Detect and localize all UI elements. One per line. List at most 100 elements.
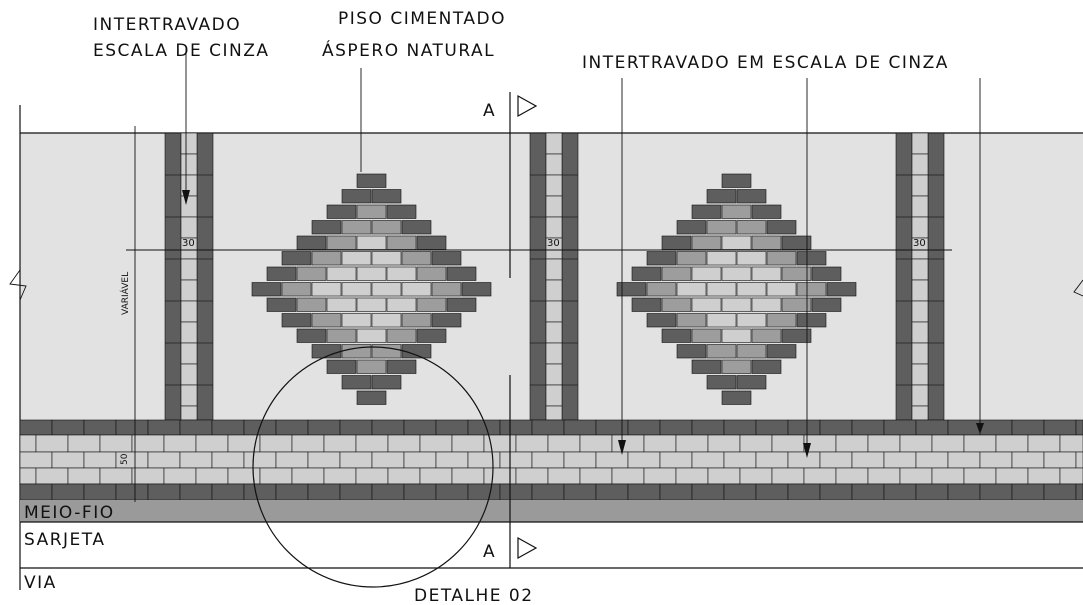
diamond-2-brick	[706, 282, 737, 297]
diamond-2-brick	[616, 282, 647, 297]
band-row-2-paver	[195, 434, 229, 453]
diamond-2-brick	[796, 313, 827, 328]
band-row-3-paver	[243, 451, 277, 469]
band-row-5-paver	[211, 483, 245, 501]
strip-1-outer-left	[164, 132, 182, 421]
diamond-2-brick	[691, 359, 722, 374]
diamond-2-brick	[736, 189, 767, 204]
band-row-4-paver	[35, 467, 69, 485]
band-row-2-paver	[899, 434, 933, 453]
band-row-2-paver	[707, 434, 741, 453]
diamond-1-brick	[251, 282, 282, 297]
band-row-4-paver	[451, 467, 485, 485]
band-row-2-paver	[867, 434, 901, 453]
band-row-4-paver	[963, 467, 997, 485]
diamond-1-brick	[356, 297, 387, 312]
band-row-3-paver	[659, 451, 693, 469]
dim-variavel-label: VARIÁVEL	[119, 272, 131, 315]
diamond-1-brick	[386, 204, 417, 219]
diamond-2-brick	[721, 390, 752, 405]
band-row-2-paver	[259, 434, 293, 453]
band-row-4-paver	[259, 467, 293, 485]
band-row-2-paver	[99, 434, 133, 453]
band-row-2-paver	[387, 434, 421, 453]
detail-circle	[252, 346, 494, 588]
diamond-2-brick	[646, 282, 677, 297]
diamond-1-brick	[416, 328, 447, 343]
strip-3-outer-left	[895, 132, 913, 421]
band-row-2-paver	[163, 434, 197, 453]
band-row-4-paver	[419, 467, 453, 485]
diamond-2-brick	[721, 359, 752, 374]
diamond-1-brick	[401, 251, 432, 266]
strip-3-paver	[911, 132, 929, 155]
diamond-2-brick	[646, 251, 677, 266]
diamond-1-brick	[326, 235, 357, 250]
band-row-2-paver	[547, 434, 581, 453]
diamond-1-brick	[326, 359, 357, 374]
diamond-1-brick	[416, 266, 447, 281]
diamond-1-brick	[281, 282, 312, 297]
strip-2-paver	[545, 279, 563, 302]
diamond-1-brick	[311, 282, 342, 297]
diamond-1-brick	[401, 220, 432, 235]
cement-diamonds	[251, 173, 857, 405]
band-row-5-paver	[403, 483, 437, 501]
interlocked-band	[19, 419, 1083, 501]
label-via: VIA	[24, 573, 57, 593]
diamond-1-brick	[401, 313, 432, 328]
band-row-4-paver	[515, 467, 549, 485]
diamond-2-brick	[811, 266, 842, 281]
band-row-4-paver	[483, 467, 517, 485]
diamond-2-brick	[721, 235, 752, 250]
diamond-1-brick	[371, 251, 402, 266]
band-row-5-paver	[755, 483, 789, 501]
band-row-1-paver	[819, 419, 853, 436]
band-row-2-paver	[419, 434, 453, 453]
band-row-5-paver	[883, 483, 917, 501]
band-row-5-paver	[723, 483, 757, 501]
band-row-5-paver	[819, 483, 853, 501]
band-row-5-paver	[1043, 483, 1077, 501]
diamond-2-brick	[646, 313, 677, 328]
strip-3-paver	[911, 216, 929, 239]
strip-1-paver	[180, 363, 198, 386]
diamond-2-brick	[751, 297, 782, 312]
band-row-4-paver	[707, 467, 741, 485]
diamond-1-brick	[341, 375, 372, 390]
diamond-2-brick	[661, 328, 692, 343]
band-row-2-paver	[675, 434, 709, 453]
diamond-1-brick	[446, 266, 477, 281]
band-row-3-paver	[1043, 451, 1077, 469]
band-row-4-paver	[19, 467, 37, 485]
band-row-1-paver	[851, 419, 885, 436]
diamond-1-brick	[386, 359, 417, 374]
band-row-3-paver	[755, 451, 789, 469]
diamond-2-brick	[721, 173, 752, 188]
band-row-2-paver	[995, 434, 1029, 453]
diamond-2-brick	[751, 204, 782, 219]
section-arrow-bottom-icon	[517, 536, 538, 560]
strip-2-paver	[545, 300, 563, 323]
band-row-3-paver	[467, 451, 501, 469]
diamond-1-brick	[296, 266, 327, 281]
band-row-1-paver	[979, 419, 1013, 436]
label-detalhe: DETALHE 02	[414, 586, 534, 605]
band-row-3-paver	[883, 451, 917, 469]
strip-3-paver	[911, 174, 929, 197]
band-row-5-paver	[563, 483, 597, 501]
diamond-1-brick	[311, 251, 342, 266]
label-intertravado-line1: INTERTRAVADO	[93, 15, 241, 35]
band-row-2-paver	[19, 434, 37, 453]
diamond-1-brick	[401, 282, 432, 297]
band-row-3-paver	[595, 451, 629, 469]
band-row-3-paver	[179, 451, 213, 469]
meio-fio-curb	[20, 500, 1083, 522]
diamond-2-brick	[766, 220, 797, 235]
band-row-4-paver	[739, 467, 773, 485]
strip-1-paver	[180, 300, 198, 323]
band-row-5-paver	[275, 483, 309, 501]
band-row-5-paver	[243, 483, 277, 501]
diamond-1-brick	[266, 297, 297, 312]
diamond-1-brick	[386, 328, 417, 343]
